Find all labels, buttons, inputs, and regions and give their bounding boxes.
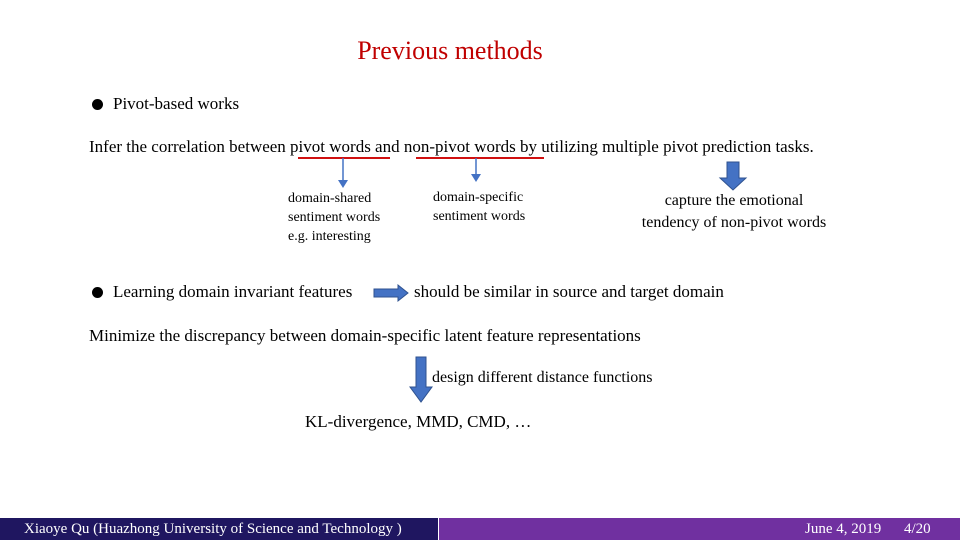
capture-note: capture the emotional tendency of non-pi… — [641, 192, 827, 231]
bullet-dot — [92, 287, 103, 298]
slide-title: Previous methods — [357, 36, 543, 65]
distance-list: KL-divergence, MMD, CMD, … — [305, 412, 532, 431]
down-arrow-icon — [718, 161, 748, 191]
bullet-dot — [92, 99, 103, 110]
footer-bar: Xiaoye Qu (Huazhong University of Scienc… — [0, 518, 960, 540]
right-arrow-icon — [373, 283, 409, 303]
footer-author-box — [0, 518, 439, 540]
minimize-sentence: Minimize the discrepancy between domain-… — [89, 326, 641, 345]
down-arrow-icon — [409, 356, 433, 403]
bullet-pivot-based: Pivot-based works — [113, 94, 240, 113]
domain-specific-note: domain-specific sentiment words — [433, 190, 526, 224]
non-pivot-words-underline — [416, 157, 544, 159]
footer-page-number: 4/20 — [904, 521, 931, 537]
footer-date: June 4, 2019 — [805, 521, 882, 537]
bullet-domain-invariant: Learning domain invariant features — [113, 282, 353, 301]
domain-shared-note: domain-shared sentiment words e.g. inter… — [288, 191, 381, 244]
distance-functions-label: design different distance functions — [432, 369, 653, 386]
footer-author: Xiaoye Qu (Huazhong University of Scienc… — [24, 521, 402, 537]
pivot-words-underline — [298, 157, 390, 159]
pivot-sentence: Infer the correlation between pivot word… — [89, 137, 814, 156]
similar-domains-text: should be similar in source and target d… — [414, 282, 724, 301]
